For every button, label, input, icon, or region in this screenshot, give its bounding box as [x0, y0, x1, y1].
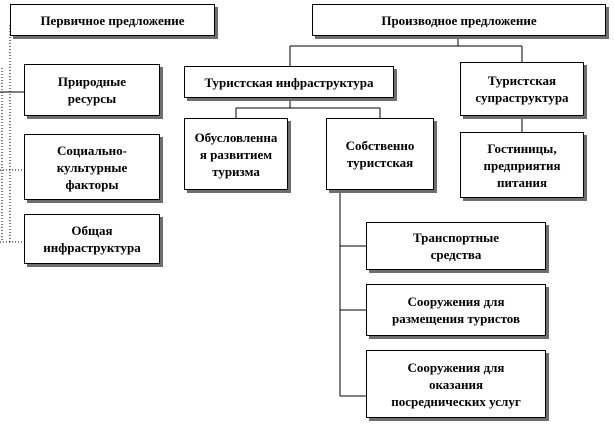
- sociocultural-factors-box: Социально- культурные факторы: [24, 134, 160, 200]
- tourist-superstructure-label: Туристская супраструктура: [475, 73, 569, 105]
- hotels-catering-label: Гостиницы, предприятия питания: [483, 140, 561, 190]
- transport-label: Транспортные средства: [412, 230, 499, 262]
- primary-offer-header: Первичное предложение: [10, 4, 215, 36]
- sociocultural-factors-label: Социально- культурные факторы: [56, 142, 128, 192]
- primary-offer-label: Первичное предложение: [40, 12, 185, 28]
- general-infrastructure-box: Общая инфраструктура: [24, 214, 160, 264]
- tourism-driven-box: Обусловленна я развитием туризма: [184, 118, 288, 190]
- tourist-superstructure-box: Туристская супраструктура: [460, 62, 584, 116]
- accommodation-facilities-label: Сооружения для размещения туристов: [391, 294, 521, 326]
- tourist-infrastructure-box: Туристская инфраструктура: [184, 66, 394, 98]
- natural-resources-box: Природные ресурсы: [24, 64, 160, 116]
- intermediary-facilities-label: Сооружения для оказания посреднических у…: [391, 359, 521, 409]
- transport-box: Транспортные средства: [366, 222, 546, 270]
- tourist-infrastructure-label: Туристская инфраструктура: [204, 74, 374, 90]
- natural-resources-label: Природные ресурсы: [57, 74, 127, 106]
- derived-offer-header: Производное предложение: [312, 4, 606, 36]
- tourism-driven-label: Обусловленна я развитием туризма: [194, 129, 278, 179]
- general-infrastructure-label: Общая инфраструктура: [43, 223, 141, 255]
- tourist-proper-label: Собственно туристская: [345, 138, 415, 170]
- hotels-catering-box: Гостиницы, предприятия питания: [460, 132, 584, 198]
- intermediary-facilities-box: Сооружения для оказания посреднических у…: [366, 350, 546, 418]
- accommodation-facilities-box: Сооружения для размещения туристов: [366, 284, 546, 336]
- derived-offer-label: Производное предложение: [381, 12, 537, 28]
- tourist-proper-box: Собственно туристская: [326, 118, 434, 190]
